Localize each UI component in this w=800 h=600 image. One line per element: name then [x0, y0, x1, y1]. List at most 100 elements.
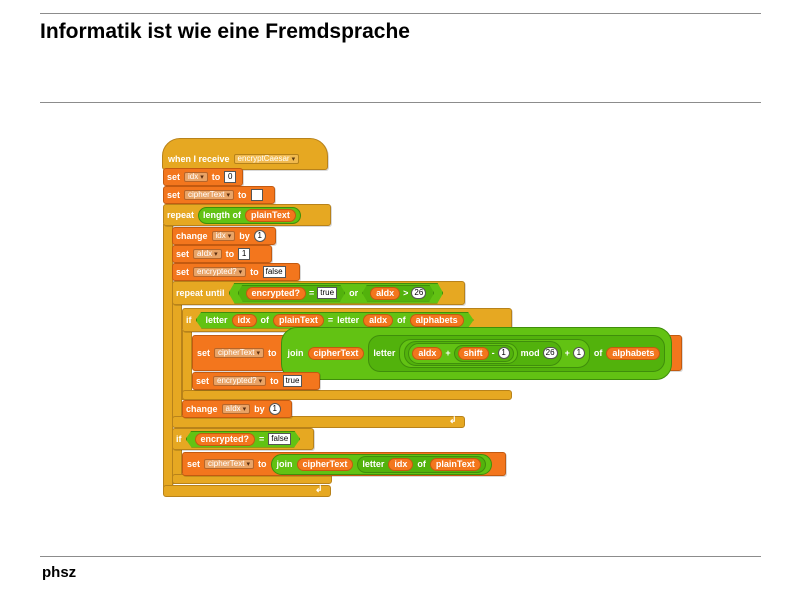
- aidx-var[interactable]: aIdx: [370, 287, 400, 300]
- aidx-var[interactable]: aIdx: [363, 314, 393, 327]
- 26-slot[interactable]: 26: [542, 347, 558, 359]
- join-reporter[interactable]: join cipherText letter idx of plainText: [270, 453, 492, 475]
- join-reporter[interactable]: join cipherText letter aIdx + shift -: [280, 326, 673, 380]
- length-of-reporter[interactable]: length of plainText: [198, 206, 301, 224]
- value-slot[interactable]: [250, 189, 263, 201]
- minus-reporter[interactable]: shift - 1: [453, 344, 514, 362]
- value-slot[interactable]: true: [282, 375, 303, 387]
- shift-var[interactable]: shift: [457, 346, 489, 360]
- greater-than-predicate[interactable]: aIdx > 26: [362, 285, 434, 302]
- to-label: to: [225, 248, 235, 259]
- set-ciphertext-block[interactable]: set cipherText to: [163, 186, 275, 204]
- if-letter-match-block[interactable]: if letter idx of plainText = letter aIdx…: [182, 308, 512, 332]
- set-label: set: [197, 347, 211, 358]
- to-label: to: [211, 171, 221, 182]
- letter-of-reporter[interactable]: letter idx of plainText: [357, 455, 486, 473]
- change-idx-block[interactable]: change idx by 1: [172, 227, 276, 245]
- value-slot[interactable]: 1: [268, 403, 281, 415]
- when-i-receive-hat-block[interactable]: when I receive encryptCaesar: [162, 138, 328, 170]
- repeat-until-c-arm: [172, 303, 182, 425]
- ciphertext-var[interactable]: cipherText: [307, 346, 365, 360]
- or-label: or: [349, 287, 359, 298]
- plaintext-var[interactable]: plainText: [273, 314, 324, 327]
- equals-predicate[interactable]: encrypted? = false: [186, 431, 301, 448]
- to-label: to: [258, 458, 267, 469]
- set-label: set: [167, 171, 181, 182]
- var-dropdown-ciphertext[interactable]: cipherText: [204, 459, 254, 469]
- 26-slot[interactable]: 26: [411, 287, 426, 299]
- value-slot[interactable]: 1: [253, 230, 266, 242]
- plaintext-var[interactable]: plainText: [245, 208, 296, 222]
- top-rule: [40, 13, 761, 14]
- to-label: to: [268, 347, 277, 358]
- join-label: join: [276, 458, 293, 469]
- var-dropdown-aidx[interactable]: aIdx: [221, 404, 251, 414]
- 1-slot[interactable]: 1: [572, 347, 585, 359]
- encrypted-var[interactable]: encrypted?: [195, 433, 256, 446]
- var-dropdown-idx[interactable]: idx: [211, 231, 236, 241]
- by-label: by: [254, 403, 265, 414]
- set-encrypted-block[interactable]: set encrypted? to false: [172, 263, 300, 281]
- letter-of-reporter[interactable]: letter aIdx + shift - 1: [368, 334, 666, 372]
- or-predicate[interactable]: encrypted? = true or aIdx > 26: [229, 283, 444, 304]
- value-slot[interactable]: 0: [224, 171, 237, 183]
- alphabets-var[interactable]: alphabets: [410, 314, 464, 327]
- var-dropdown-idx[interactable]: idx: [184, 172, 208, 182]
- idx-var[interactable]: idx: [232, 314, 257, 327]
- 1-slot[interactable]: 1: [497, 347, 510, 359]
- encrypted-var[interactable]: encrypted?: [246, 287, 307, 300]
- change-label: change: [176, 230, 208, 241]
- true-slot[interactable]: true: [317, 287, 337, 299]
- equals-predicate[interactable]: encrypted? = true: [238, 285, 346, 302]
- to-label: to: [270, 375, 279, 386]
- var-dropdown-aidx[interactable]: aIdx: [193, 249, 222, 259]
- footer-rule: [40, 556, 761, 557]
- false-slot[interactable]: false: [268, 433, 291, 445]
- aidx-var[interactable]: aIdx: [412, 346, 443, 360]
- plus-reporter[interactable]: aIdx + shift - 1 mod 26 +: [399, 338, 590, 368]
- minus-sign: -: [491, 347, 495, 358]
- of-label: of: [260, 314, 270, 325]
- add-reporter[interactable]: aIdx + shift - 1: [408, 342, 518, 364]
- idx-var[interactable]: idx: [388, 457, 414, 471]
- repeat-block[interactable]: repeat length of plainText: [163, 204, 331, 226]
- mod-reporter[interactable]: aIdx + shift - 1 mod 26: [404, 340, 562, 366]
- set-ciphertext-join-block[interactable]: set cipherText to join cipherText letter…: [192, 326, 682, 380]
- loop-arrow-icon: ↲: [315, 484, 323, 494]
- var-dropdown-encrypted[interactable]: encrypted?: [193, 267, 247, 277]
- equals-predicate[interactable]: letter idx of plainText = letter aIdx of…: [196, 312, 474, 329]
- when-i-receive-label: when I receive: [168, 153, 230, 164]
- change-aidx-block[interactable]: change aIdx by 1: [182, 400, 292, 418]
- repeat-until-block[interactable]: repeat until encrypted? = true or aIdx >…: [172, 281, 465, 305]
- var-dropdown-ciphertext[interactable]: cipherText: [214, 348, 264, 358]
- set-label: set: [176, 266, 190, 277]
- to-label: to: [250, 266, 259, 277]
- loop-arrow-icon: ↲: [449, 415, 457, 425]
- ciphertext-var[interactable]: cipherText: [296, 457, 354, 471]
- slide-title: Informatik ist wie eine Fremdsprache: [40, 20, 410, 43]
- equals-sign: =: [259, 433, 265, 444]
- slide-footer: phsz: [42, 564, 77, 581]
- set-encrypted-true-block[interactable]: set encrypted? to true: [192, 372, 320, 390]
- set-label: set: [176, 248, 190, 259]
- alphabets-var[interactable]: alphabets: [606, 346, 661, 360]
- set-ciphertext-final-block[interactable]: set cipherText to join cipherText letter…: [182, 452, 506, 476]
- if-not-encrypted-block[interactable]: if encrypted? = false: [172, 428, 314, 450]
- message-dropdown[interactable]: encryptCaesar: [233, 154, 300, 164]
- value-slot[interactable]: false: [262, 266, 286, 278]
- if-label: if: [186, 314, 192, 325]
- var-dropdown-ciphertext[interactable]: cipherText: [184, 190, 234, 200]
- set-label: set: [187, 458, 201, 469]
- if-label: if: [176, 433, 182, 444]
- var-dropdown-encrypted[interactable]: encrypted?: [213, 376, 267, 386]
- of-label: of: [397, 314, 406, 325]
- plus-sign: +: [445, 347, 451, 358]
- mod-label: mod: [520, 347, 540, 358]
- set-idx-block[interactable]: set idx to 0: [163, 168, 243, 186]
- set-aidx-block[interactable]: set aIdx to 1: [172, 245, 272, 263]
- of-label: of: [417, 458, 426, 469]
- plaintext-var[interactable]: plainText: [429, 457, 481, 471]
- value-slot[interactable]: 1: [238, 248, 251, 260]
- of-label: of: [593, 347, 603, 358]
